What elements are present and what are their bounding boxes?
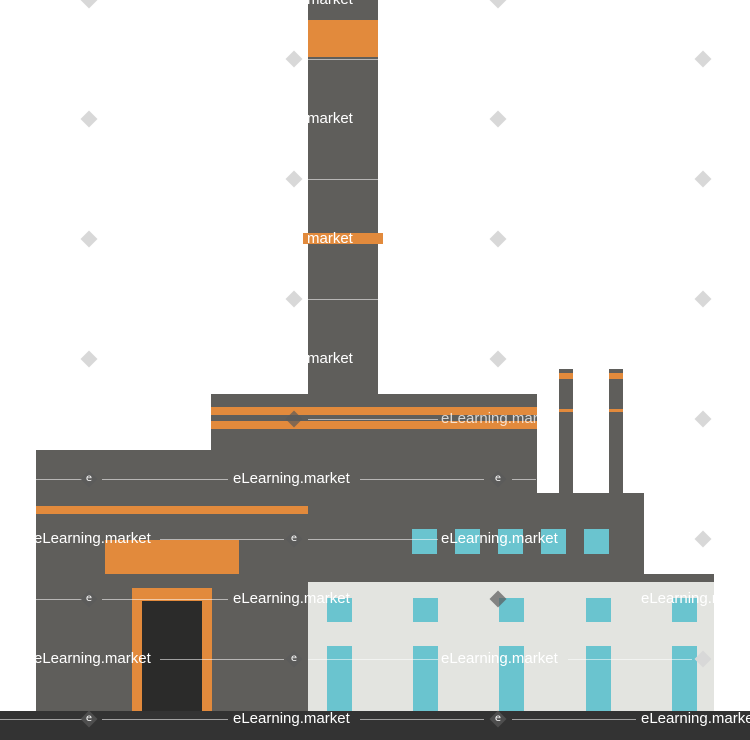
upper-window: [498, 529, 523, 554]
annex-window-tall: [327, 646, 352, 712]
upper-window: [412, 529, 437, 554]
right-ledge: [308, 574, 714, 583]
annex-window-tall: [672, 646, 697, 712]
annex-window-tall: [413, 646, 438, 712]
annex-window-small: [672, 598, 697, 622]
annex-window-small: [327, 598, 352, 622]
annex-window-tall: [499, 646, 524, 712]
sign-panel: [105, 540, 239, 574]
small-chimney-right-band: [609, 409, 623, 412]
left-block-stripe: [36, 506, 308, 514]
small-chimney-left-cap: [559, 373, 573, 379]
small-chimney-left: [559, 369, 573, 499]
ground-strip: [0, 711, 750, 740]
small-chimney-left-band: [559, 409, 573, 412]
main-chimney: [308, 0, 378, 400]
door: [142, 601, 202, 712]
annex-window-small: [413, 598, 438, 622]
upper-window: [541, 529, 566, 554]
annex-window-tall: [586, 646, 611, 712]
annex-window-small: [499, 598, 524, 622]
small-chimney-right-cap: [609, 373, 623, 379]
upper-stripe-2: [211, 421, 537, 429]
upper-window: [455, 529, 480, 554]
upper-stripe-1: [211, 407, 537, 415]
small-chimney-right: [609, 369, 623, 499]
chimney-band-middle: [303, 233, 383, 244]
annex-window-small: [586, 598, 611, 622]
upper-window: [584, 529, 609, 554]
chimney-band-top: [308, 20, 378, 57]
